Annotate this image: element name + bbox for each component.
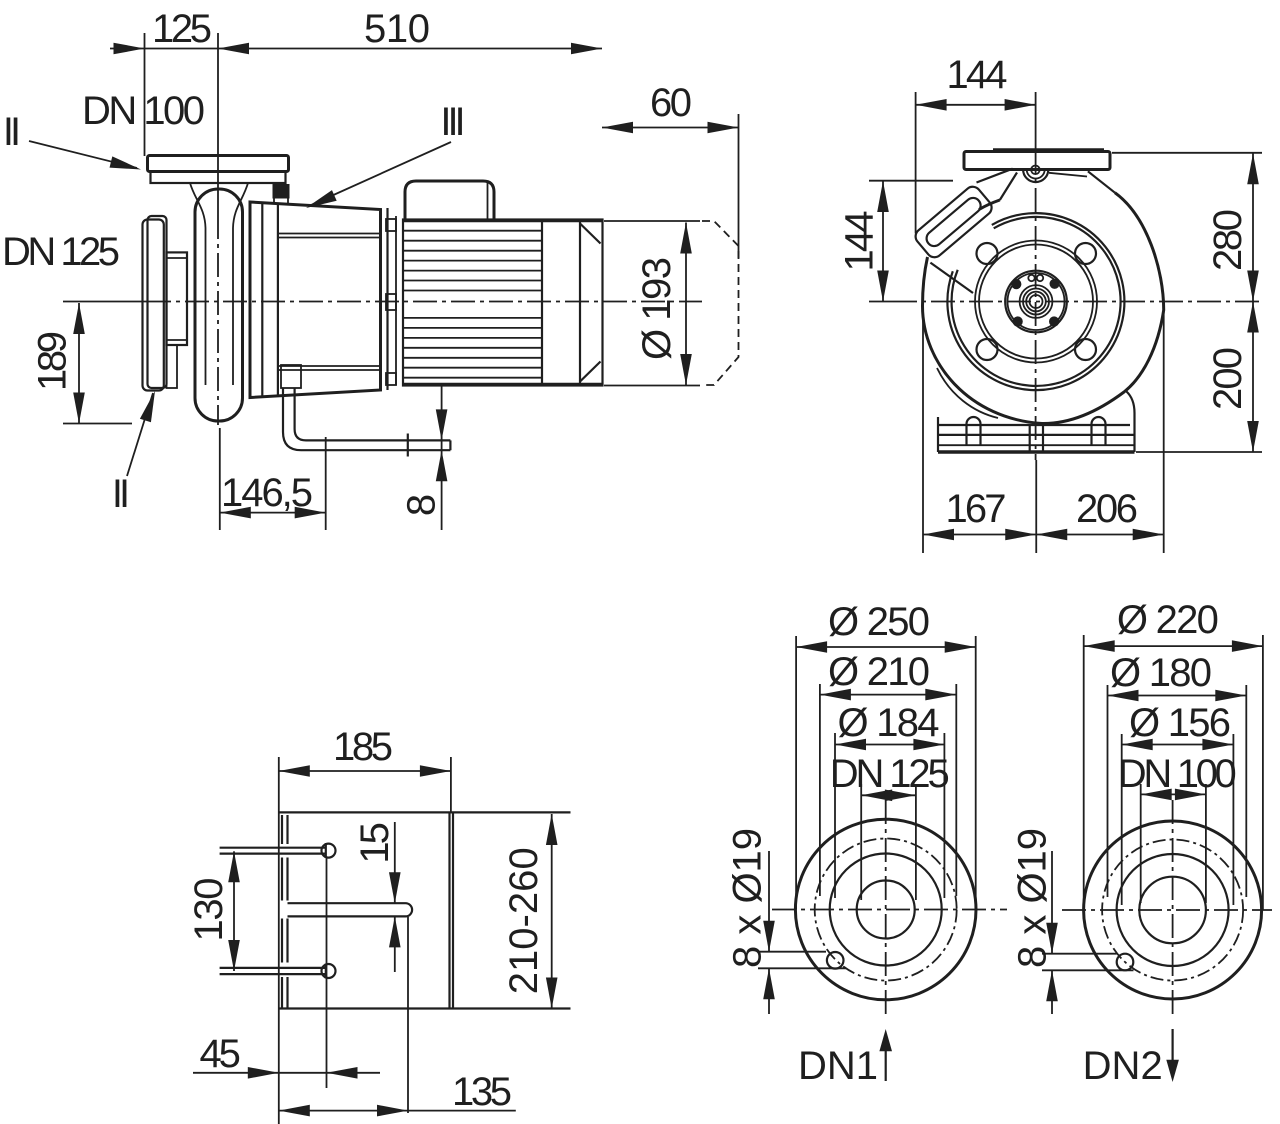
svg-text:280: 280 [1206, 209, 1250, 271]
svg-text:45: 45 [199, 1032, 239, 1076]
svg-text:185: 185 [333, 725, 393, 769]
svg-text:Ø 184: Ø 184 [838, 701, 940, 745]
svg-text:8 x Ø19: 8 x Ø19 [726, 828, 770, 968]
svg-text:Ø 210: Ø 210 [828, 650, 930, 694]
svg-text:DN 125: DN 125 [2, 230, 120, 274]
svg-text:144: 144 [838, 211, 882, 272]
svg-text:60: 60 [650, 81, 692, 125]
svg-text:167: 167 [946, 487, 1007, 531]
svg-text:DN 100: DN 100 [1118, 752, 1237, 796]
svg-text:146,5: 146,5 [221, 471, 313, 515]
svg-text:510: 510 [364, 7, 430, 51]
svg-text:Ø 250: Ø 250 [828, 600, 930, 644]
svg-text:DN 125: DN 125 [830, 752, 950, 796]
svg-text:189: 189 [31, 331, 75, 391]
svg-text:Ø 156: Ø 156 [1129, 701, 1231, 745]
svg-text:Ø 180: Ø 180 [1110, 651, 1212, 695]
svg-text:Ø 220: Ø 220 [1117, 598, 1219, 642]
svg-text:210-260: 210-260 [502, 847, 546, 994]
svg-text:8 x Ø19: 8 x Ø19 [1011, 828, 1055, 968]
svg-text:206: 206 [1076, 487, 1138, 531]
svg-text:II: II [112, 472, 127, 516]
svg-text:125: 125 [152, 7, 212, 51]
svg-text:Ø 193: Ø 193 [635, 257, 679, 360]
svg-text:8: 8 [400, 494, 444, 516]
svg-text:DN 100: DN 100 [82, 89, 205, 133]
svg-text:III: III [440, 100, 462, 144]
svg-text:II: II [3, 110, 18, 154]
svg-text:130: 130 [187, 878, 231, 942]
svg-text:DN1: DN1 [798, 1044, 878, 1088]
svg-text:200: 200 [1206, 347, 1250, 410]
svg-text:DN2: DN2 [1083, 1044, 1163, 1088]
svg-text:15: 15 [353, 823, 397, 863]
svg-text:144: 144 [947, 53, 1008, 97]
svg-text:135: 135 [452, 1070, 512, 1114]
